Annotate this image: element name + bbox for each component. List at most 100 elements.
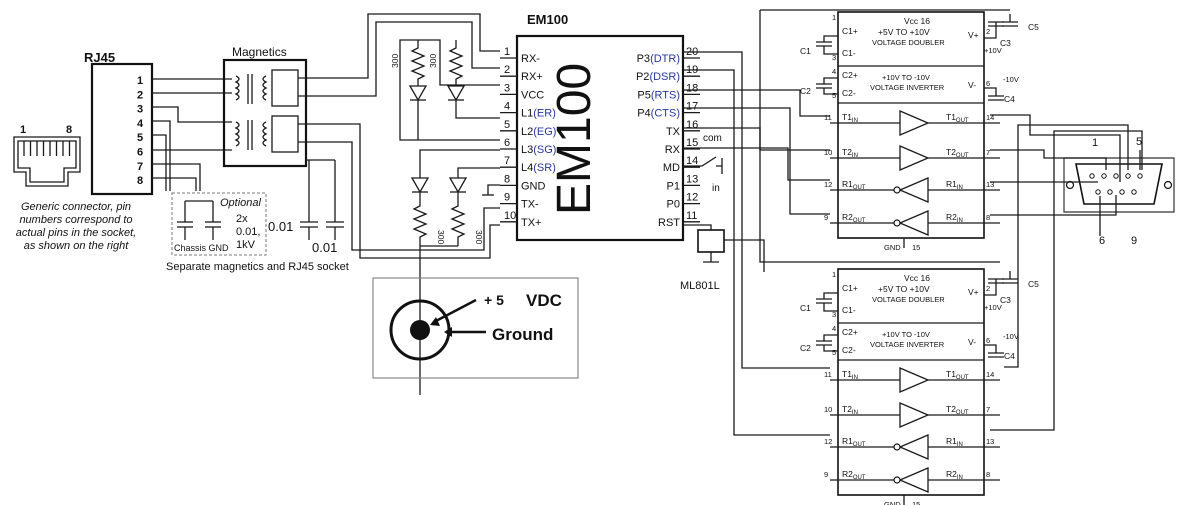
em100-pin-4-number: 4 xyxy=(504,101,510,113)
bottom-driver-c5-label: C5 xyxy=(1028,279,1039,289)
bottom-driver-doubler-line-2: VOLTAGE DOUBLER xyxy=(872,295,945,304)
rj45-caption-line-4: as shown on the right xyxy=(24,240,130,252)
top-driver-r1-left-pin: 12 xyxy=(824,180,832,189)
top-driver-t2-left-label: T2IN xyxy=(842,147,858,159)
top-driver-t1-right-pin: 14 xyxy=(986,113,994,122)
em100-pin-8-name: GND xyxy=(521,180,546,192)
cap-value-2: 0.01 xyxy=(312,240,337,255)
em100-module-box xyxy=(515,34,685,242)
bottom-driver-c2-label: C2 xyxy=(800,343,811,353)
em100-pin-17-name: P4(CTS) xyxy=(637,108,680,120)
top-driver-r1-buffer-icon xyxy=(898,177,929,203)
bottom-driver-plus10-label: +10V xyxy=(984,303,1002,312)
optional-caps-box xyxy=(171,192,267,256)
bottom-driver-r2-right-label: R2IN xyxy=(946,469,963,481)
bottom-driver-c4-label: C4 xyxy=(1004,351,1015,361)
top-driver-minus10-label: -10V xyxy=(1003,75,1019,84)
resistor-3-value: 300 xyxy=(436,230,446,244)
filter-capacitors-icon xyxy=(300,160,344,240)
bottom-driver-c3-label: C3 xyxy=(1000,295,1011,305)
top-driver-pin5-label: 5 xyxy=(832,91,836,100)
bottom-driver-chip-body xyxy=(837,268,985,496)
top-driver-r2-right-label: R2IN xyxy=(946,212,963,224)
top-driver-t2-left-pin: 10 xyxy=(824,148,832,157)
power-jack-pin-icon xyxy=(410,320,430,340)
em100-pin-16-name: TX xyxy=(666,126,681,138)
bottom-driver-doubler-line-1: +5V TO +10V xyxy=(878,284,930,294)
top-driver-t1-left-label: T1IN xyxy=(842,112,858,124)
em100-pin-10-number: 10 xyxy=(504,210,516,222)
em100-pin-19-name: P2(DSR) xyxy=(636,71,680,83)
bottom-driver-t2-right-pin: 7 xyxy=(986,405,990,414)
magnetics-caption: Separate magnetics and RJ45 socket xyxy=(166,261,349,273)
transformer-1-icon xyxy=(234,69,299,107)
top-driver-r2-left-label: R2OUT xyxy=(842,212,866,224)
em100-pin-13-number: 13 xyxy=(686,173,698,185)
db9-pin5-label: 5 xyxy=(1136,136,1142,148)
em100-pin-6-number: 6 xyxy=(504,137,510,149)
top-driver-t1-right-label: T1OUT xyxy=(946,112,969,124)
top-driver-t1-left-pin: 11 xyxy=(824,113,832,122)
em100-pin-18-number: 18 xyxy=(686,82,698,94)
top-driver-vplus-label: V+ xyxy=(968,30,979,40)
em100-pin-2-number: 2 xyxy=(504,64,510,76)
em100-right-pins: 20P3(DTR)19P2(DSR)18P5(RTS)17P4(CTS)16TX… xyxy=(636,46,700,229)
db9-pin9-label: 9 xyxy=(1131,235,1137,247)
bottom-driver-r1-left-pin: 12 xyxy=(824,437,832,446)
em100-pin-12-name: P0 xyxy=(667,199,680,211)
bottom-driver-r1-buffer-icon xyxy=(898,434,929,460)
top-driver-pin4-label: 4 xyxy=(832,67,836,76)
optional-line-3: 1kV xyxy=(236,239,256,251)
bottom-driver-pin3-label: 3 xyxy=(832,310,836,319)
top-driver-pin3-label: 3 xyxy=(832,53,836,62)
reset-chip-box xyxy=(697,229,725,253)
bottom-driver-r2-left-pin: 9 xyxy=(824,470,828,479)
driver-to-db9-wires xyxy=(990,114,1143,431)
top-driver-vcc-label: Vcc 16 xyxy=(904,16,930,26)
bottom-driver-t1-right-label: T1OUT xyxy=(946,369,969,381)
top-driver-pin2-label: 2 xyxy=(986,27,990,36)
bottom-driver-pin2-label: 2 xyxy=(986,284,990,293)
rj45-pin-7: 7 xyxy=(137,161,143,173)
top-driver-vminus-label: V- xyxy=(968,80,976,90)
em100-pin-5-name: L2(EG) xyxy=(521,126,556,138)
optional-capacitors-icon xyxy=(177,200,221,240)
rj45-pin-5: 5 xyxy=(137,132,143,144)
em100-gnd-wire xyxy=(487,184,500,195)
top-driver-gnd-label: GND xyxy=(884,243,901,252)
reset-to-bus-wire xyxy=(724,239,765,272)
bottom-driver-t1-left-label: T1IN xyxy=(842,369,858,381)
top-driver-doubler-line-2: VOLTAGE DOUBLER xyxy=(872,38,945,47)
rj45-pin-1: 1 xyxy=(137,75,143,87)
top-driver-c1-label: C1 xyxy=(800,46,811,56)
bottom-driver-pin4-label: 4 xyxy=(832,324,836,333)
bottom-driver-t2-left-label: T2IN xyxy=(842,404,858,416)
top-driver-r1-right-label: R1IN xyxy=(946,179,963,191)
rj45-pin-3: 3 xyxy=(137,104,143,116)
switch-in-label: in xyxy=(712,183,720,194)
top-driver-r2-buffer-icon xyxy=(898,210,929,236)
em100-pin-7-name: L4(SR) xyxy=(521,162,556,174)
em100-pin-16-number: 16 xyxy=(686,119,698,131)
bottom-driver-c2p-label: C2+ xyxy=(842,327,858,337)
switch-com-label: com xyxy=(703,133,722,144)
bottom-driver-vplus-label: V+ xyxy=(968,287,979,297)
em100-pin-7-number: 7 xyxy=(504,155,510,167)
top-driver-inverter-line-2: VOLTAGE INVERTER xyxy=(870,83,945,92)
optional-title: Optional xyxy=(220,197,262,209)
bottom-driver-t1-buffer-icon xyxy=(899,367,930,393)
bottom-driver-vminus-label: V- xyxy=(968,337,976,347)
bottom-driver-pin15-label: 15 xyxy=(912,500,920,505)
socket-pin-first-label: 1 xyxy=(20,124,26,136)
db9-pin6-label: 6 xyxy=(1099,235,1105,247)
resistor-2-value: 300 xyxy=(428,54,438,68)
bottom-driver-gnd-label: GND xyxy=(884,500,901,505)
top-driver-r1-left-label: R1OUT xyxy=(842,179,866,191)
rj45-connector-box xyxy=(90,62,154,196)
bottom-driver-t2-buffer-icon xyxy=(899,402,930,428)
rj45-caption-line-2: numbers correspond to xyxy=(19,214,132,226)
em100-pin-5-number: 5 xyxy=(504,119,510,131)
bottom-driver-r2-buffer-icon xyxy=(898,467,929,493)
